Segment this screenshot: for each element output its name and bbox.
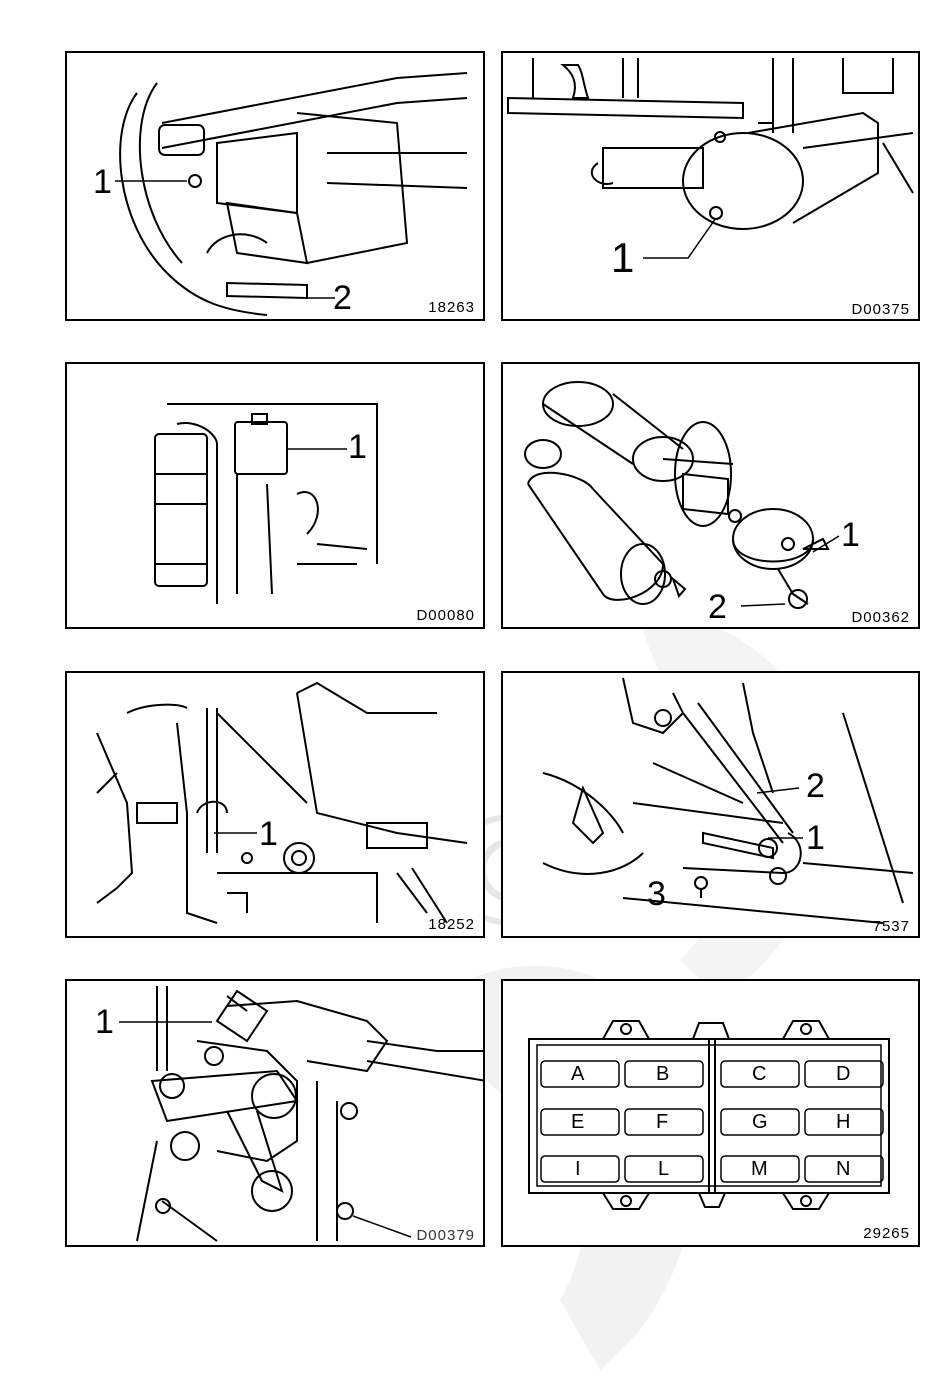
figure-panel-18252: 1 18252 — [65, 671, 485, 938]
figure-panel-18263: 1 2 18263 — [65, 51, 485, 321]
figure-code: D00362 — [851, 609, 910, 626]
figure-code: 29265 — [863, 1225, 910, 1242]
fuse-box-drawing — [503, 981, 920, 1247]
fuse-label-f: F — [656, 1111, 668, 1134]
figure-panel-D00362: 1 2 D00362 — [501, 362, 920, 629]
figure-panel-29265: A B C D E F G H I L M N 29265 — [501, 979, 920, 1247]
callout-1: 1 — [841, 518, 860, 552]
fuse-label-m: M — [751, 1158, 768, 1181]
engine-pulley-drawing — [67, 53, 485, 321]
figure-code: 7537 — [873, 918, 910, 935]
fuse-label-l: L — [658, 1158, 669, 1181]
figure-panel-D00375: 1 D00375 — [501, 51, 920, 321]
callout-2: 2 — [806, 769, 825, 803]
callout-1: 1 — [348, 430, 367, 464]
muffler-drawing — [503, 53, 920, 321]
callout-1: 1 — [93, 165, 112, 199]
callout-1: 1 — [806, 821, 825, 855]
figure-code: D00080 — [416, 607, 475, 624]
fuse-label-e: E — [571, 1111, 584, 1134]
fuse-label-d: D — [836, 1063, 850, 1086]
figure-panel-D00080: 1 D00080 — [65, 362, 485, 629]
brake-linkage-drawing — [503, 673, 920, 938]
fuse-label-h: H — [836, 1111, 850, 1134]
callout-2: 2 — [708, 590, 727, 624]
figure-panel-7537: 2 1 3 7537 — [501, 671, 920, 938]
fuse-label-n: N — [836, 1158, 850, 1181]
callout-2: 2 — [333, 281, 352, 315]
fuse-label-a: A — [571, 1063, 584, 1086]
lift-arm-linkage-drawing — [67, 981, 485, 1247]
callout-3: 3 — [647, 877, 666, 911]
figure-code: 18263 — [428, 299, 475, 316]
callout-1: 1 — [95, 1005, 114, 1039]
figure-code: D00379 — [416, 1227, 475, 1244]
fuse-label-g: G — [752, 1111, 768, 1134]
fuse-label-b: B — [656, 1063, 669, 1086]
figure-panel-D00379: 1 D00379 — [65, 979, 485, 1247]
fuse-slots — [541, 1061, 883, 1182]
pedal-linkage-drawing — [67, 673, 485, 938]
coolant-reservoir-drawing — [67, 364, 485, 629]
callout-1: 1 — [259, 817, 278, 851]
fuse-label-i: I — [575, 1158, 581, 1181]
fuse-label-c: C — [752, 1063, 766, 1086]
figure-code: D00375 — [851, 301, 910, 318]
figure-code: 18252 — [428, 916, 475, 933]
callout-1: 1 — [611, 241, 634, 275]
